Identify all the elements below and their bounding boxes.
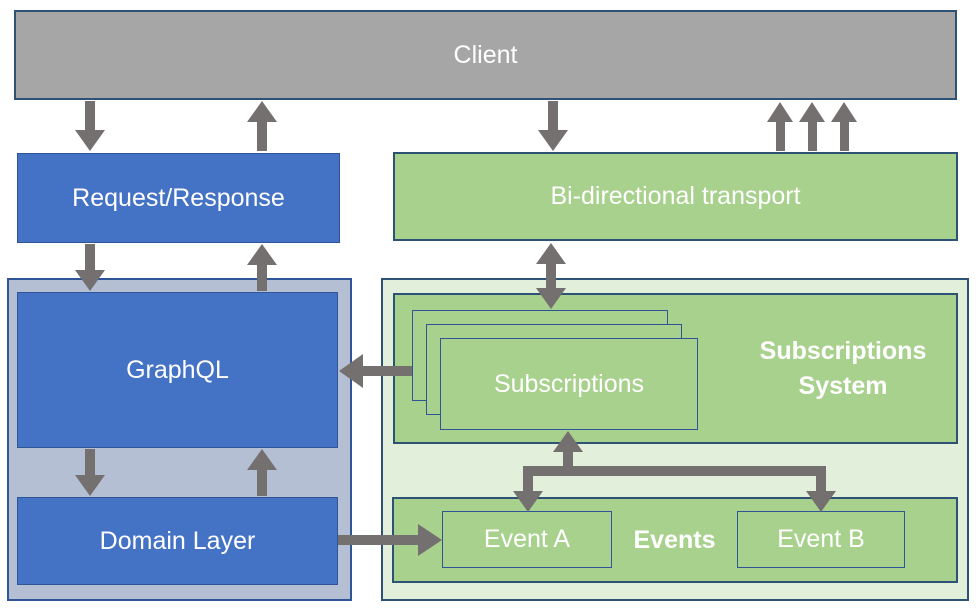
request-response-node: Request/Response xyxy=(17,153,340,243)
arrow-transport-subsystem-up-head-icon xyxy=(536,243,566,264)
events-bus-left-vertical-shaft xyxy=(523,466,533,492)
arrow-domain-to-eventa-head-icon xyxy=(418,524,442,556)
subscription-card-front: Subscriptions xyxy=(440,338,698,430)
event-a-node: Event A xyxy=(442,511,612,568)
arrow-client-to-request-head-icon xyxy=(75,130,105,151)
arrow-request-to-graphql-shaft xyxy=(85,244,95,270)
graphql-node: GraphQL xyxy=(17,292,338,448)
bidirectional-transport-label: Bi-directional transport xyxy=(550,182,801,210)
events-label: Events xyxy=(633,525,716,554)
arrow-request-to-graphql-head-icon xyxy=(75,270,105,291)
arrow-transport-to-client-3-shaft xyxy=(840,122,849,151)
arrow-client-to-transport-shaft xyxy=(548,101,558,130)
graphql-label: GraphQL xyxy=(126,355,229,384)
domain-layer-label: Domain Layer xyxy=(99,526,256,555)
arrow-transport-to-client-2-head-icon xyxy=(799,102,825,122)
events-bus-to-eventb-head-icon xyxy=(806,491,836,512)
bidirectional-transport-node: Bi-directional transport xyxy=(393,152,958,241)
arrow-transport-subsystem-down-head-icon xyxy=(536,288,566,309)
arrow-request-to-client-head-icon xyxy=(247,101,277,122)
arrow-graphql-to-request-shaft xyxy=(257,265,267,291)
client-label: Client xyxy=(453,40,518,69)
events-to-subscriptions-shaft xyxy=(563,452,573,476)
subscriptions-system-label: Subscriptions System xyxy=(759,336,927,400)
arrow-graphql-to-request-head-icon xyxy=(247,244,277,265)
arrow-transport-subsystem-shaft xyxy=(546,262,556,289)
domain-layer-node: Domain Layer xyxy=(17,497,338,585)
request-response-label: Request/Response xyxy=(72,183,285,212)
arrow-graphql-to-domain-head-icon xyxy=(75,475,105,496)
arrow-request-to-client-shaft xyxy=(257,122,267,151)
arrow-transport-to-client-1-head-icon xyxy=(767,102,793,122)
arrow-domain-to-graphql-shaft xyxy=(257,470,267,496)
events-to-subscriptions-head-icon xyxy=(553,431,583,452)
arrow-client-to-request-shaft xyxy=(85,101,95,130)
events-bus-right-vertical-shaft xyxy=(816,466,826,492)
events-bus-to-eventa-head-icon xyxy=(513,491,543,512)
arrow-domain-to-graphql-head-icon xyxy=(247,449,277,470)
arrow-transport-to-client-1-shaft xyxy=(776,122,785,151)
events-bus-horizontal-shaft xyxy=(523,466,826,476)
arrow-transport-to-client-2-shaft xyxy=(808,122,817,151)
event-b-label: Event B xyxy=(777,525,865,553)
arrow-client-to-transport-head-icon xyxy=(538,130,568,151)
subscriptions-label: Subscriptions xyxy=(493,369,645,398)
arrow-transport-to-client-3-head-icon xyxy=(831,102,857,122)
arrow-subscriptions-to-graphql-shaft xyxy=(363,366,412,376)
client-node: Client xyxy=(14,10,957,100)
arrow-domain-to-eventa-shaft xyxy=(338,535,418,545)
event-a-label: Event A xyxy=(483,525,571,553)
event-b-node: Event B xyxy=(737,511,905,568)
arrow-graphql-to-domain-shaft xyxy=(85,449,95,475)
arrow-subscriptions-to-graphql-head-icon xyxy=(339,354,363,388)
